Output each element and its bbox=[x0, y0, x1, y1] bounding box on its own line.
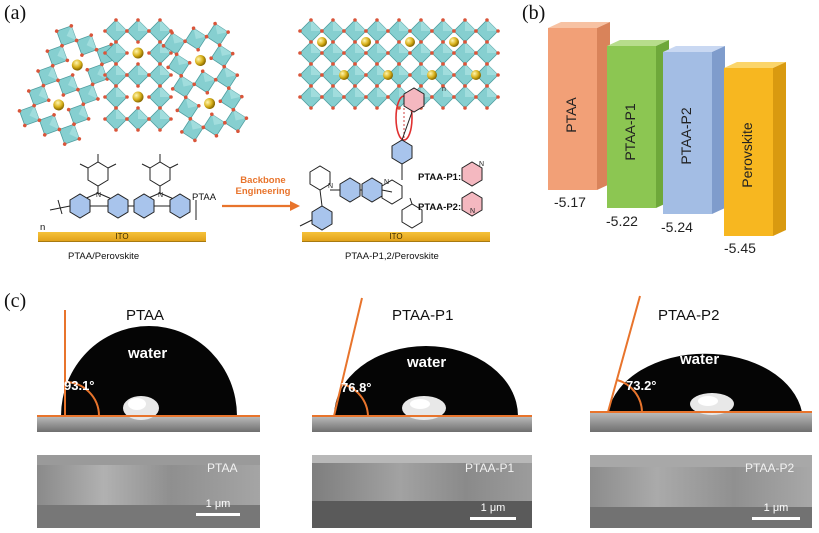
ptaa-perovskite-caption: PTAA/Perovskite bbox=[68, 251, 140, 262]
bar-ptaa-p1 bbox=[607, 46, 656, 208]
svg-text:N: N bbox=[479, 161, 484, 168]
contact-angle-ptaa-p2 bbox=[590, 290, 812, 432]
sem-image-ptaa-p1 bbox=[312, 455, 532, 528]
sem-label-ptaa-p1: PTAA-P1 bbox=[465, 461, 515, 475]
sem-image-ptaa bbox=[37, 455, 260, 528]
sem-label-ptaa-p2: PTAA-P2 bbox=[745, 461, 795, 475]
svg-text:N: N bbox=[328, 183, 333, 190]
svg-text:N: N bbox=[158, 192, 163, 199]
sem-label-ptaa: PTAA bbox=[207, 461, 238, 475]
bar-name-ptaa-p1: PTAA-P1 bbox=[622, 103, 638, 161]
water-label-ptaa: water bbox=[128, 345, 168, 362]
perovskite-structure-1 bbox=[11, 18, 125, 152]
scale-label-ptaa-p2: 1 μm bbox=[763, 502, 789, 514]
scale-bar-ptaa-p1 bbox=[470, 517, 516, 520]
bar-value-ptaa: -5.17 bbox=[554, 194, 586, 210]
sem-image-ptaa-p2 bbox=[590, 455, 812, 528]
bar-value-ptaa-p1: -5.22 bbox=[606, 213, 638, 229]
bar-name-ptaa-p2: PTAA-P2 bbox=[678, 107, 694, 165]
contact-angle-ptaa-p1 bbox=[312, 290, 532, 432]
svg-text:N: N bbox=[470, 208, 475, 215]
bar-perovskite bbox=[724, 68, 773, 236]
ito-label-right: ITO bbox=[389, 232, 403, 241]
backbone-engineering-label: Backbone Engineering bbox=[235, 175, 291, 197]
perovskite-lattice-ordered bbox=[297, 17, 501, 110]
svg-text:N: N bbox=[96, 192, 101, 199]
p1-pyridine-icon bbox=[461, 161, 483, 187]
n-subscript-left: n bbox=[40, 222, 46, 233]
bar-name-ptaa: PTAA bbox=[563, 97, 579, 133]
panel-a-label: (a) bbox=[4, 2, 27, 24]
ito-layer-right: ITO bbox=[302, 232, 490, 242]
drop-title-ptaa-p1: PTAA-P1 bbox=[392, 307, 454, 324]
ptaa-p-perovskite-caption: PTAA-P1,2/Perovskite bbox=[345, 251, 439, 262]
ptaa-structure bbox=[49, 154, 197, 220]
ptaa-p-structure bbox=[299, 87, 425, 231]
ptaa-tag: PTAA bbox=[192, 192, 217, 203]
bar-value-perovskite: -5.45 bbox=[724, 240, 756, 256]
p2-label: PTAA-P2: bbox=[418, 202, 462, 213]
panel-c-label: (c) bbox=[4, 290, 27, 312]
ito-label-left: ITO bbox=[115, 232, 129, 241]
p2-pyridine-icon bbox=[461, 191, 483, 217]
angle-label-ptaa-p2: 73.2° bbox=[626, 378, 657, 393]
perovskite-structure-2 bbox=[102, 17, 174, 133]
water-label-ptaa-p2: water bbox=[680, 351, 720, 368]
bar-ptaa-side bbox=[597, 22, 610, 190]
water-label-ptaa-p1: water bbox=[407, 354, 447, 371]
contact-angle-ptaa bbox=[37, 290, 260, 432]
bar-ptaa-p2 bbox=[663, 52, 712, 214]
bar-value-ptaa-p2: -5.24 bbox=[661, 219, 693, 235]
drop-title-ptaa: PTAA bbox=[126, 307, 165, 324]
n-subscript-right: n bbox=[442, 86, 446, 93]
drop-title-ptaa-p2: PTAA-P2 bbox=[658, 307, 720, 324]
bar-ptaa-top bbox=[548, 22, 610, 28]
scale-bar-ptaa bbox=[196, 513, 240, 516]
ito-layer-left: ITO bbox=[38, 232, 206, 242]
bar-ptaa bbox=[548, 28, 597, 190]
perovskite-structure-3 bbox=[158, 18, 252, 146]
panel-b-label: (b) bbox=[522, 2, 546, 24]
scale-bar-ptaa-p2 bbox=[752, 517, 800, 520]
svg-text:N: N bbox=[384, 179, 389, 186]
angle-label-ptaa: 93.1° bbox=[64, 378, 95, 393]
energy-level-diagram: PTAA PTAA-P1 PTAA-P2 Perovskite -5.17 -5… bbox=[548, 22, 786, 256]
angle-label-ptaa-p1: 76.8° bbox=[341, 380, 372, 395]
panel-a-figure: N N n N N N N bbox=[11, 17, 501, 231]
scale-label-ptaa-p1: 1 μm bbox=[480, 502, 506, 514]
p1-label: PTAA-P1: bbox=[418, 172, 462, 183]
bar-name-perovskite: Perovskite bbox=[739, 122, 755, 188]
scale-label-ptaa: 1 μm bbox=[205, 498, 231, 510]
